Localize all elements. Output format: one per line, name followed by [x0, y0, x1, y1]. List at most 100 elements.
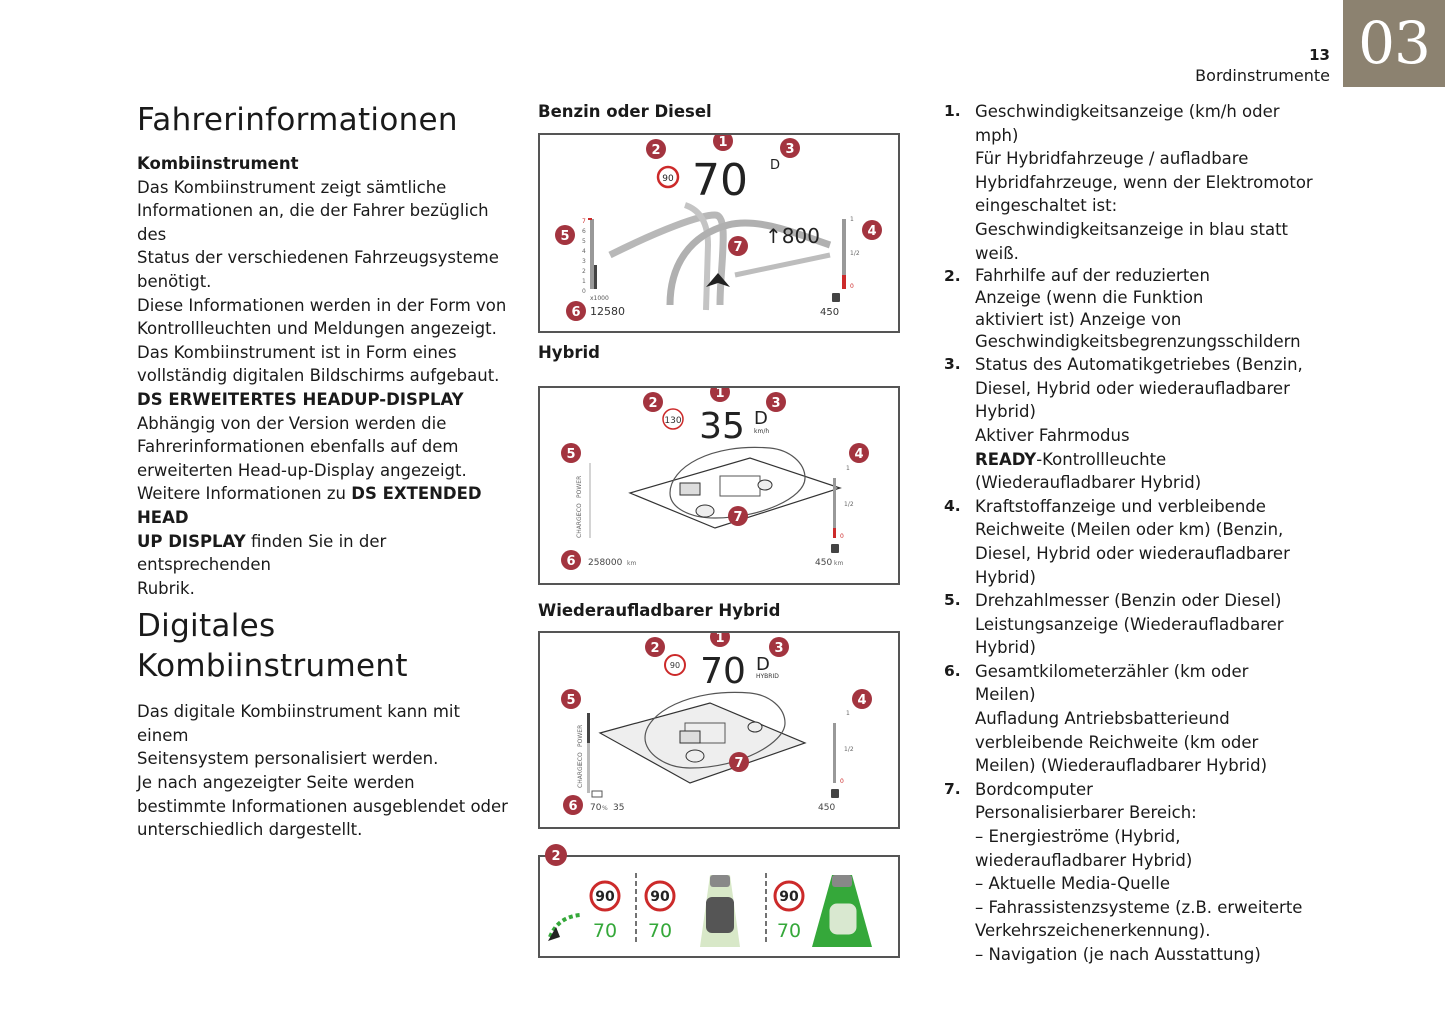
callout-number: 6	[566, 554, 575, 569]
callout-number: 2	[650, 641, 659, 656]
body-line: erweiterten Head-up-Display angezeigt.	[137, 460, 467, 480]
speed-limit-sign	[773, 880, 805, 912]
body-line: Kontrollleuchten und Meldungen angezeigt…	[137, 319, 497, 339]
callout-number: 6	[571, 305, 580, 320]
gauge-word: ECO	[577, 752, 584, 765]
list-item: 7. Bordcomputer Personalisierbarer Berei…	[944, 779, 1303, 964]
tacho-bar	[590, 219, 594, 289]
speed-limit-sign	[644, 880, 676, 912]
list-number: 4.	[944, 496, 961, 515]
range-value: 450	[818, 803, 835, 813]
fuel-bar	[833, 723, 836, 783]
callout-number: 2	[551, 849, 560, 864]
callout-number: 2	[648, 396, 657, 411]
callout-number: 5	[566, 447, 575, 462]
lead-car-icon	[706, 897, 734, 933]
battery-percent: 70	[590, 803, 602, 813]
speed-limit-sign	[589, 880, 621, 912]
callout-number: 7	[734, 756, 743, 771]
engine-icon	[679, 730, 701, 744]
callout-number: 1	[715, 388, 724, 401]
callout-badge	[566, 301, 586, 321]
figure-label-hybrid: Hybrid	[538, 343, 600, 362]
callout-number: 3	[774, 641, 783, 656]
subheading-headup-display: DS ERWEITERTES HEADUP-DISPLAY	[137, 389, 464, 409]
fuel-pump-icon	[831, 544, 839, 553]
gauge-word: CHARGE	[576, 512, 583, 538]
speedo-arc-icon	[548, 913, 581, 938]
list-number: 2.	[944, 267, 961, 286]
speed-value: 70	[700, 651, 746, 692]
body-line: Das Kombiinstrument ist in Form eines	[137, 342, 457, 362]
speed-unit: km/h	[754, 428, 769, 435]
tacho-tick: 6	[582, 228, 586, 235]
gauge-word: POWER	[577, 725, 584, 747]
car-floor-plane	[628, 457, 842, 529]
cluster-illustration: POWER ECO CHARGE 1 1/2 0 130 35 D km/h 2…	[561, 388, 869, 570]
speed-limit-sign	[656, 165, 680, 189]
body-line: Seitensystem personalisiert werden.	[137, 749, 439, 769]
set-speed-value: 70	[777, 920, 801, 942]
fuel-tick: 0	[840, 533, 844, 540]
heading-kombiinstrument: Kombiinstrument	[137, 648, 408, 685]
list-item: 4. Kraftstoffanzeige und verbleibende Re…	[944, 496, 1290, 587]
road-line	[608, 211, 727, 306]
body-line: vollständig digitalen Bildschirms aufgeb…	[137, 366, 500, 386]
chapter-tab: 03	[1343, 0, 1445, 87]
speed-limit-value: 90	[595, 889, 615, 905]
list-number: 3.	[944, 355, 961, 374]
body-line-reference: UP DISPLAY finden Sie in der entsprechen…	[137, 530, 509, 577]
tacho-tick: 2	[582, 268, 586, 275]
list-number: 7.	[944, 779, 961, 798]
left-column: Fahrerinformationen Kombiinstrument Das …	[137, 100, 509, 842]
fuel-tick: 1/2	[844, 746, 854, 753]
fuel-tick: 0	[850, 283, 854, 290]
page-number: 13	[1309, 46, 1330, 64]
list-item: 1. Geschwindigkeitsanzeige (km/h oder mp…	[944, 102, 1313, 263]
tacho-tick: 5	[582, 238, 586, 245]
speed-value: 70	[692, 155, 748, 206]
tacho-tick: 0	[582, 288, 586, 295]
body-line: Das digitale Kombiinstrument kann mit ei…	[137, 702, 460, 745]
body-line: Diese Informationen werden in der Form v…	[137, 295, 507, 315]
gear-indicator: D	[770, 158, 780, 173]
set-speed-value: 70	[593, 920, 617, 942]
speed-limit-value: 90	[662, 174, 674, 184]
callout-badge	[713, 135, 733, 151]
reduced-display-illustration: 2 90 70 90 70 90 70	[545, 844, 872, 947]
car-outline	[644, 691, 786, 769]
body-line: Rubrik.	[137, 578, 195, 598]
odometer: 258000	[588, 558, 623, 568]
callout-badge	[728, 236, 748, 256]
range-unit: km	[834, 560, 843, 567]
battery-icon	[719, 475, 761, 497]
fuel-tick: 1	[850, 216, 854, 223]
fuel-tick: 1/2	[850, 250, 860, 257]
range-value: 450	[820, 307, 839, 318]
reduced-display-panel: 2 90 70 90 70 90 70	[538, 844, 900, 958]
fuel-tick: 1	[846, 465, 850, 472]
gauge-word: ECO	[576, 503, 583, 516]
battery-unit: %	[602, 805, 608, 812]
cluster-illustration: 7 6 5 4 3 2 1 0 1 1/2 0 90 70 D ↑800 x10…	[555, 135, 882, 321]
speed-limit-value: 90	[650, 889, 670, 905]
callout-number: 4	[867, 224, 876, 239]
list-number: 1.	[944, 102, 961, 120]
gear-indicator: D	[756, 654, 770, 675]
callout-number: 5	[560, 229, 569, 244]
body-line: bestimmte Informationen ausgeblendet ode…	[137, 796, 508, 816]
tacho-tick: 7	[582, 218, 586, 225]
tacho-tick: 3	[582, 258, 586, 265]
heading-fahrerinformationen: Fahrerinformationen	[137, 102, 458, 138]
tacho-tick: 1	[582, 278, 586, 285]
body-line: Das Kombiinstrument zeigt sämtliche	[137, 177, 447, 197]
gauge-word: CHARGE	[577, 762, 584, 788]
body-line: Abhängig von der Version werden die	[137, 413, 447, 433]
set-speed-value: 70	[648, 920, 672, 942]
list-item: 2. Fahrhilfe auf der reduzierten Anzeige…	[944, 266, 1301, 352]
callout-number: 4	[854, 447, 863, 462]
callout-number: 7	[733, 240, 742, 255]
section-name: Bordinstrumente	[1195, 66, 1330, 85]
nav-distance: ↑800	[765, 224, 820, 248]
cluster-panel-plugin-hybrid: POWER ECO CHARGE 1 1/2 0 90 70 D HYBRID …	[538, 631, 900, 829]
